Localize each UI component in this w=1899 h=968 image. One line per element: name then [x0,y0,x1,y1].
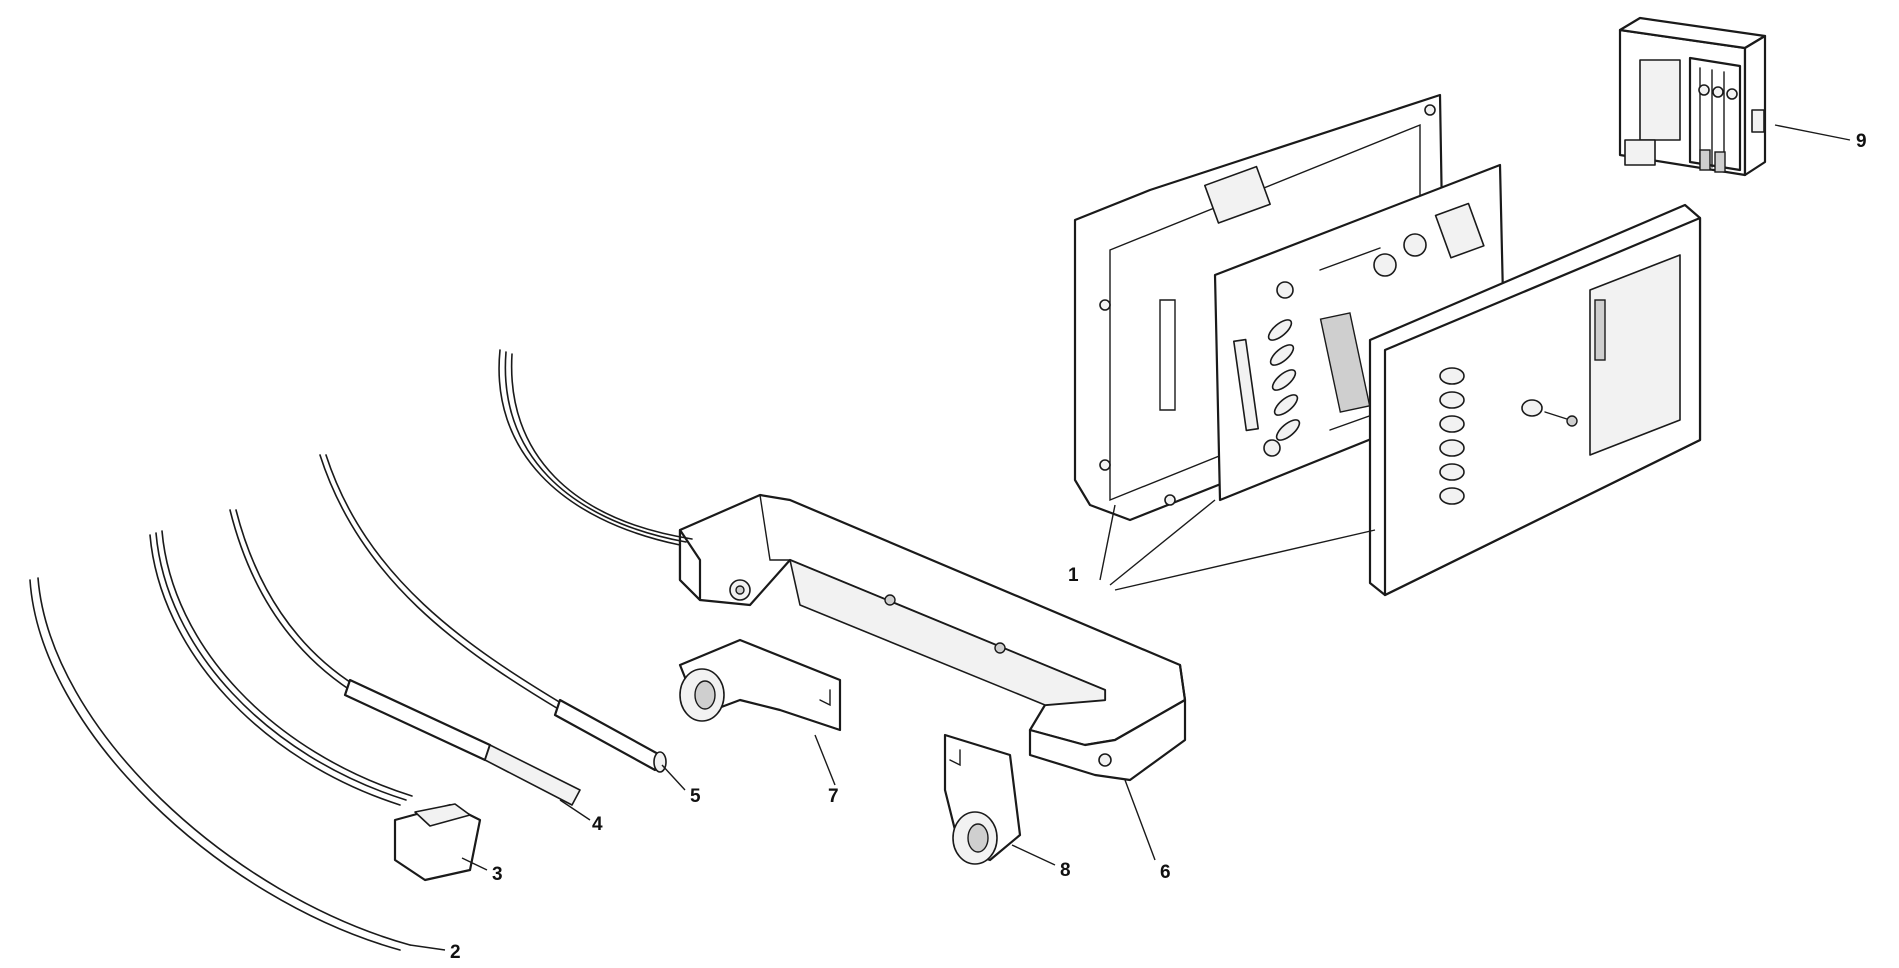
part-mounting-bracket [678,493,1187,782]
callout-4: 4 [592,814,603,835]
callout-labels: 1 2 3 4 5 6 7 8 9 [450,131,1867,963]
callout-8: 8 [1060,860,1071,881]
cover-buttons [1439,367,1465,505]
pcb-resistor-row [1267,319,1301,441]
part-clip-right [943,733,1022,865]
callout-9: 9 [1856,131,1867,152]
part-wire-pair [29,577,411,951]
part-sensor-probe-round [319,349,693,773]
callout-7: 7 [828,786,839,807]
callout-5: 5 [690,786,701,807]
callout-2: 2 [450,942,461,963]
callout-6: 6 [1160,862,1171,883]
callout-1: 1 [1068,565,1079,586]
part-circuit-board-assembly [1073,93,1702,597]
callout-3: 3 [492,864,503,885]
part-clip-left [678,638,842,732]
part-relay-contactor [1618,16,1767,177]
pcb-ic-chip [1319,312,1371,413]
leader-lines [409,124,1851,951]
part-wire-connector [149,530,482,882]
part-sensor-probe-flat [229,509,581,806]
